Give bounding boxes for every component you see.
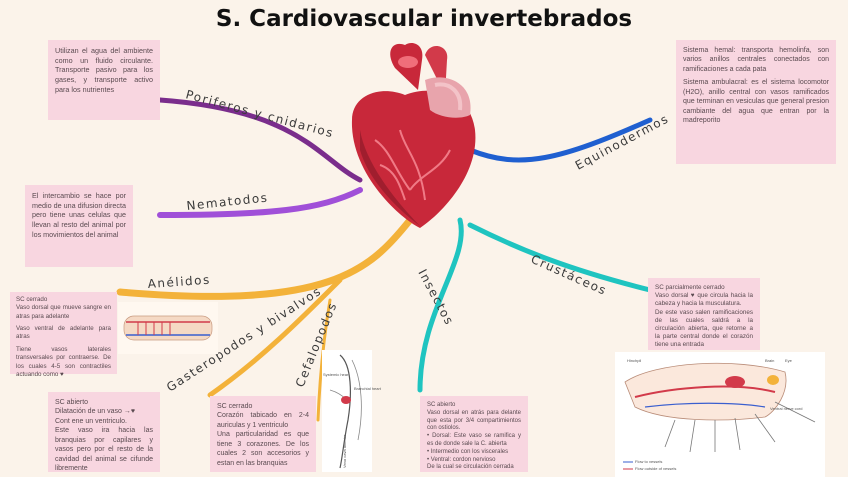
note-insectos-line-6: De la cual se circulación cerrada [427, 464, 514, 471]
note-crustaceos-line-1: SC parcialmente cerrado [655, 284, 725, 291]
label-anelidos: Anélidos [147, 273, 211, 291]
note-anelidos-line-2: Vaso dorsal que mueve sangre en atras pa… [16, 304, 111, 320]
page-title: S. Cardiovascular invertebrados [215, 6, 633, 32]
note-poriferos: Utilizan el agua del ambiente como un fl… [48, 40, 160, 120]
note-equinodermos-line-1: Sistema hemal: transporta hemolinfa, son… [683, 47, 829, 73]
crayfish-label-head: Hinchpil [627, 358, 641, 363]
note-cefalopodos: SC cerrado Corazón tabicado en 2-4 auric… [210, 396, 316, 472]
branch-nematodos [157, 187, 363, 218]
label-equinodermos: Equinodermos [573, 111, 671, 172]
crayfish-label-eye: Eye [785, 358, 793, 363]
note-gasteropodos: SC abierto Dilatación de un vaso →♥ Cont… [48, 392, 160, 472]
annelid-diagram [118, 302, 218, 354]
note-insectos-line-4: • Intermedio con los viscerales [427, 448, 509, 455]
ceph-label-systemic: Systemic heart [323, 372, 350, 377]
note-anelidos-line-3: Vaso ventral de adelante para atras [16, 325, 111, 341]
note-cefalopodos-line-2: Corazón tabicado en 2-4 auriculas y 1 ve… [217, 412, 309, 429]
branch-insectos [417, 217, 464, 393]
branch-gasteropodos [207, 277, 343, 398]
note-insectos-line-3: • Dorsal: Este vaso se ramifica y es de … [427, 433, 521, 447]
note-insectos: SC abierto Vaso dorsal en atrás para del… [420, 396, 528, 472]
note-nematodos: El intercambio se hace por medio de una … [25, 185, 133, 267]
heart-illustration [351, 42, 476, 228]
note-cefalopodos-line-1: SC cerrado [217, 403, 253, 410]
crayfish-label-brain: Brain [765, 358, 774, 363]
note-equinodermos-line-2: Sistema ambulacral: es el sistema locomo… [683, 79, 829, 125]
note-anelidos-line-4: Tiene vasos laterales transversales por … [16, 345, 111, 378]
branch-equinodermos [467, 117, 653, 163]
note-anelidos: SC cerrado Vaso dorsal que mueve sangre … [10, 292, 117, 378]
crayfish-label-nerve: Ventral nerve cord [770, 406, 802, 411]
note-gasteropodos-line-3: Cont ene un ventriculo. [55, 417, 127, 425]
label-poriferos: Poriferos y cnidarios [184, 87, 335, 140]
ceph-label-branchial: Branchial heart [354, 386, 382, 391]
note-crustaceos-line-3: De este vaso salen ramificaciones de las… [655, 308, 753, 349]
note-anelidos-line-1: SC cerrado [16, 296, 48, 303]
cephalopod-diagram: Systemic heart Branchial heart Vena cava… [322, 350, 382, 472]
crayfish-diagram: Hinchpil Brain Eye Ventral nerve cord Fl… [615, 352, 825, 477]
note-gasteropodos-line-1: SC abierto [55, 399, 89, 406]
branch-lines [116, 97, 653, 422]
ceph-label-vena: Vena cava anterior [342, 434, 347, 468]
branch-crustaceos [467, 222, 653, 293]
note-nematodos-text: El intercambio se hace por medio de una … [32, 191, 126, 239]
branch-poriferos [157, 97, 363, 183]
note-crustaceos-line-2: Vaso dorsal ♥ que circula hacia la cabez… [655, 292, 753, 308]
note-gasteropodos-line-2: Dilatación de un vaso →♥ [55, 408, 136, 416]
branch-anelidos [116, 216, 414, 300]
note-equinodermos: Sistema hemal: transporta hemolinfa, son… [676, 40, 836, 164]
note-gasteropodos-line-4: Este vaso ira hacia las branquias por ca… [55, 427, 153, 473]
note-insectos-line-5: • Ventral: cordon nervioso [427, 456, 496, 463]
note-poriferos-text: Utilizan el agua del ambiente como un fl… [55, 46, 153, 94]
crayfish-legend-1: Flow to vessels [635, 459, 662, 464]
note-crustaceos: SC parcialmente cerrado Vaso dorsal ♥ qu… [648, 278, 760, 350]
note-cefalopodos-line-3: Una particularidad es que tiene 3 corazo… [217, 431, 309, 467]
note-insectos-line-1: SC abierto [427, 402, 456, 408]
crayfish-legend-2: Flow outside of vessels [635, 466, 676, 471]
note-insectos-line-2: Vaso dorsal en atrás para delante que es… [427, 409, 521, 432]
